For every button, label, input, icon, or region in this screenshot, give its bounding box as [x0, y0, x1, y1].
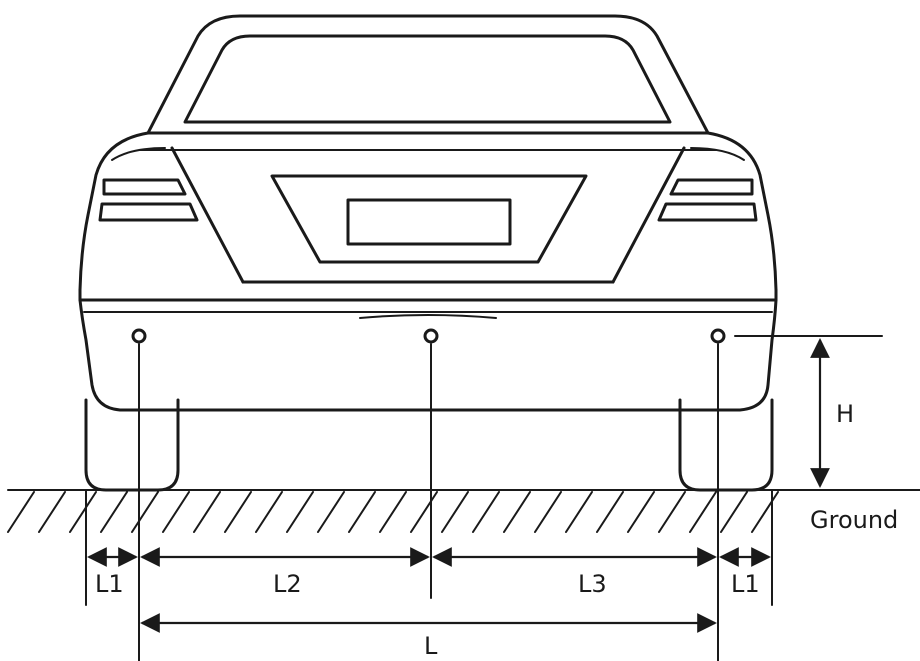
- hatch-stroke: [379, 491, 407, 533]
- trunk-lid-left-edge: [170, 146, 245, 284]
- label-ground: Ground: [810, 506, 898, 534]
- label-height: H: [836, 400, 854, 428]
- right-tail-light: [657, 147, 758, 222]
- label-l2: L2: [273, 570, 302, 598]
- hatch-stroke: [410, 491, 438, 533]
- hatch-stroke: [224, 491, 252, 533]
- label-l1-left: L1: [95, 570, 124, 598]
- hatch-stroke: [596, 491, 624, 533]
- hatch-stroke: [7, 491, 35, 533]
- hatch-stroke: [286, 491, 314, 533]
- dimension-arrows: [87, 338, 830, 633]
- ground-hatching: [7, 491, 779, 533]
- hatch-stroke: [565, 491, 593, 533]
- reference-lines: [85, 335, 883, 661]
- right-wheel: [678, 398, 774, 492]
- hatch-stroke: [658, 491, 686, 533]
- hatch-stroke: [534, 491, 562, 533]
- trunk-lid-right-edge: [611, 146, 686, 284]
- car-rear-view: [78, 14, 778, 492]
- car-roof: [146, 14, 710, 135]
- dimension-labels: H Ground L1 L2 L3 L1 L: [95, 400, 898, 660]
- hatch-stroke: [255, 491, 283, 533]
- ground: [7, 489, 920, 533]
- hatch-stroke: [162, 491, 190, 533]
- hatch-stroke: [472, 491, 500, 533]
- hatch-stroke: [627, 491, 655, 533]
- label-l1-right: L1: [731, 570, 760, 598]
- hatch-stroke: [441, 491, 469, 533]
- label-l3: L3: [578, 570, 607, 598]
- license-plate: [346, 198, 512, 246]
- trunk-outline: [78, 131, 778, 302]
- hatch-stroke: [100, 491, 128, 533]
- hatch-stroke: [751, 491, 779, 533]
- rear-window: [183, 34, 672, 124]
- sensor-right: [710, 328, 726, 344]
- left-wheel: [84, 398, 180, 492]
- sensor-left: [131, 328, 147, 344]
- hatch-stroke: [317, 491, 345, 533]
- hatch-stroke: [689, 491, 717, 533]
- hatch-stroke: [131, 491, 159, 533]
- hatch-stroke: [348, 491, 376, 533]
- hatch-stroke: [69, 491, 97, 533]
- hatch-stroke: [193, 491, 221, 533]
- license-plate-recess: [270, 174, 588, 264]
- left-tail-light: [98, 147, 199, 222]
- rear-bumper: [78, 288, 778, 412]
- hatch-stroke: [38, 491, 66, 533]
- sensor-center: [423, 328, 439, 344]
- hatch-stroke: [720, 491, 748, 533]
- label-total-length: L: [424, 632, 438, 660]
- hatch-stroke: [503, 491, 531, 533]
